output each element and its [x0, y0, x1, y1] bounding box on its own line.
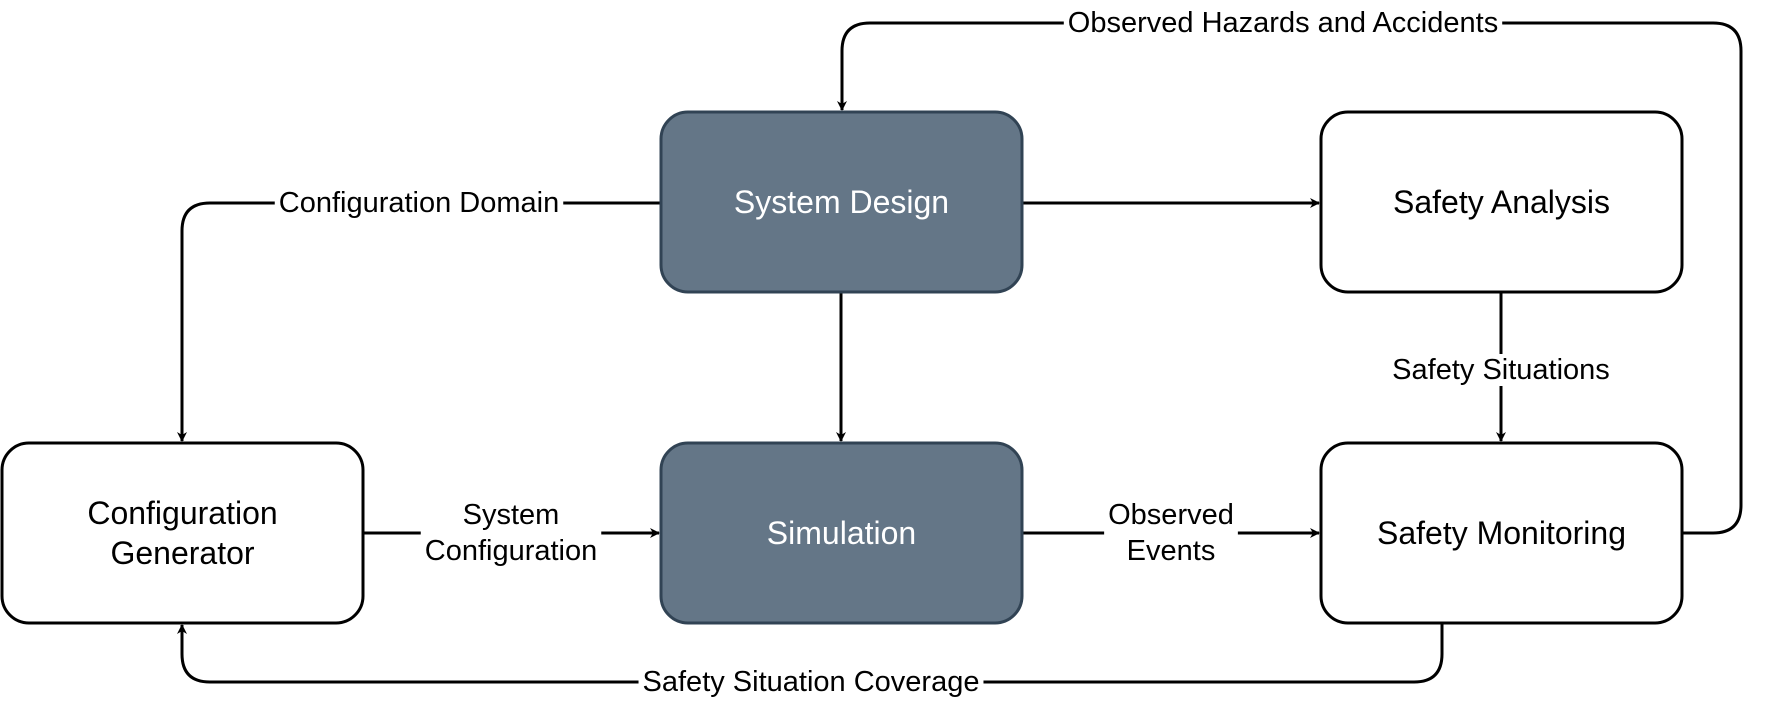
edge-labels-layer: Observed Hazards and AccidentsConfigurat…	[274, 7, 1614, 698]
edge-label-text: Events	[1127, 535, 1216, 567]
edge-label-text: Observed Hazards and Accidents	[1068, 7, 1498, 39]
node-box	[659, 110, 1024, 294]
edge-label-background	[1104, 499, 1238, 567]
edge-label-text: Safety Situations	[1392, 354, 1610, 386]
edge-label-configuration-domain: Configuration Domain	[274, 187, 564, 219]
node-box	[659, 441, 1024, 625]
edge-label-text: Configuration	[425, 535, 598, 567]
node-label: Configuration	[87, 495, 277, 531]
edge-label-text: Configuration Domain	[279, 187, 559, 219]
edge-label-text: System	[463, 499, 560, 531]
node-label: System Design	[734, 184, 949, 220]
node-label: Simulation	[767, 515, 916, 551]
node-label: Generator	[110, 535, 254, 571]
node-box	[1319, 110, 1684, 294]
edge-label-safety-situation-coverage: Safety Situation Coverage	[638, 666, 984, 698]
node-system-design[interactable]: System Design	[659, 110, 1024, 294]
node-box	[0, 441, 365, 625]
node-label: Safety Monitoring	[1377, 515, 1626, 551]
node-label: Safety Analysis	[1393, 184, 1610, 220]
edge-configuration-domain	[177, 201, 661, 442]
node-box	[1319, 441, 1684, 625]
edge-label-observed-hazards: Observed Hazards and Accidents	[1063, 7, 1503, 39]
edge-label-background	[274, 187, 564, 219]
node-safety-monitoring[interactable]: Safety Monitoring	[1319, 441, 1684, 625]
edge-label-safety-situations: Safety Situations	[1388, 354, 1614, 386]
node-safety-analysis[interactable]: Safety Analysis	[1319, 110, 1684, 294]
edge-label-background	[1388, 354, 1614, 386]
edge-label-background	[420, 499, 602, 567]
edge-observed-hazards	[837, 21, 1743, 535]
node-simulation[interactable]: Simulation	[659, 441, 1024, 625]
edge-label-text: Safety Situation Coverage	[643, 666, 980, 698]
edge-label-background	[638, 666, 984, 698]
edge-label-background	[1063, 7, 1503, 39]
edge-label-text: Observed	[1108, 499, 1234, 531]
